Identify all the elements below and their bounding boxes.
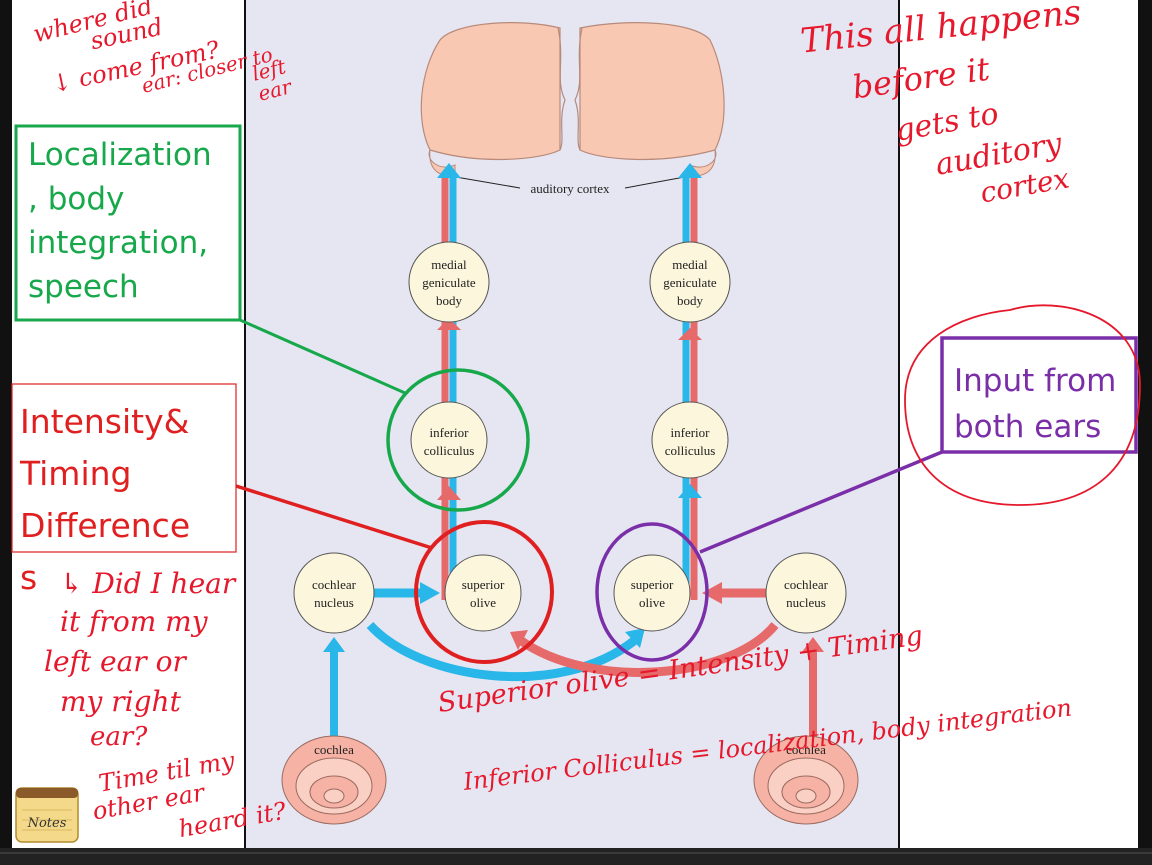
svg-text:cochlear: cochlear <box>784 577 829 592</box>
svg-text:colliculus: colliculus <box>424 443 475 458</box>
green-box-text: Localization , body integration, speech <box>28 137 212 305</box>
green-annotation <box>14 124 530 512</box>
svg-text:body: body <box>436 293 463 308</box>
svg-text:nucleus: nucleus <box>786 595 826 610</box>
svg-text:body: body <box>677 293 704 308</box>
cortex-leader-left <box>449 175 521 189</box>
cochlea-right: cochlea <box>753 735 859 825</box>
red-box-overflow-s: s <box>20 558 38 597</box>
ascending-pathways <box>437 163 702 600</box>
purple-box-text: Input from both ears <box>954 363 1117 445</box>
svg-text:cochlear: cochlear <box>312 577 357 592</box>
purple-annotation <box>595 304 1141 662</box>
hand-drawn-circle <box>904 304 1141 506</box>
node-cochlear-nucleus-right: cochlear nucleus <box>765 552 847 634</box>
svg-text:superior: superior <box>631 577 674 592</box>
notes-icon-label: Notes <box>27 816 67 831</box>
svg-text:olive: olive <box>470 595 496 610</box>
cochlea-left: cochlea <box>281 735 387 825</box>
svg-text:nucleus: nucleus <box>314 595 354 610</box>
node-inferior-colliculus-left: inferior colliculus <box>410 401 488 479</box>
node-superior-olive-right: superior olive <box>613 554 691 632</box>
svg-text:geniculate: geniculate <box>663 275 717 290</box>
svg-text:inferior: inferior <box>671 425 711 440</box>
svg-text:colliculus: colliculus <box>665 443 716 458</box>
notepad-icon: Notes <box>15 787 79 843</box>
svg-text:medial: medial <box>431 257 467 272</box>
svg-text:inferior: inferior <box>430 425 470 440</box>
red-annotation <box>11 383 554 664</box>
node-medial-geniculate-left: medial geniculate body <box>408 241 490 323</box>
brain-cortex-illustration <box>420 22 725 177</box>
svg-text:superior: superior <box>462 577 505 592</box>
crossing-pathways <box>323 582 824 740</box>
bottom-divider <box>0 852 1152 854</box>
node-inferior-colliculus-right: inferior colliculus <box>651 401 729 479</box>
cochlea-right-label: cochlea <box>786 742 826 757</box>
right-panel <box>900 0 1138 865</box>
cochlea-left-label: cochlea <box>314 742 354 757</box>
node-cochlear-nucleus-left: cochlear nucleus <box>293 552 375 634</box>
auditory-cortex-label: auditory cortex <box>530 181 610 196</box>
node-medial-geniculate-right: medial geniculate body <box>649 241 731 323</box>
red-box-text: Intensity& Timing Difference <box>20 402 191 545</box>
svg-text:medial: medial <box>672 257 708 272</box>
svg-text:geniculate: geniculate <box>422 275 476 290</box>
notes-app-icon[interactable]: Notes <box>12 780 82 845</box>
svg-text:olive: olive <box>639 595 665 610</box>
left-panel <box>12 0 244 865</box>
diagram-panel <box>246 0 898 865</box>
node-superior-olive-left: superior olive <box>444 554 522 632</box>
